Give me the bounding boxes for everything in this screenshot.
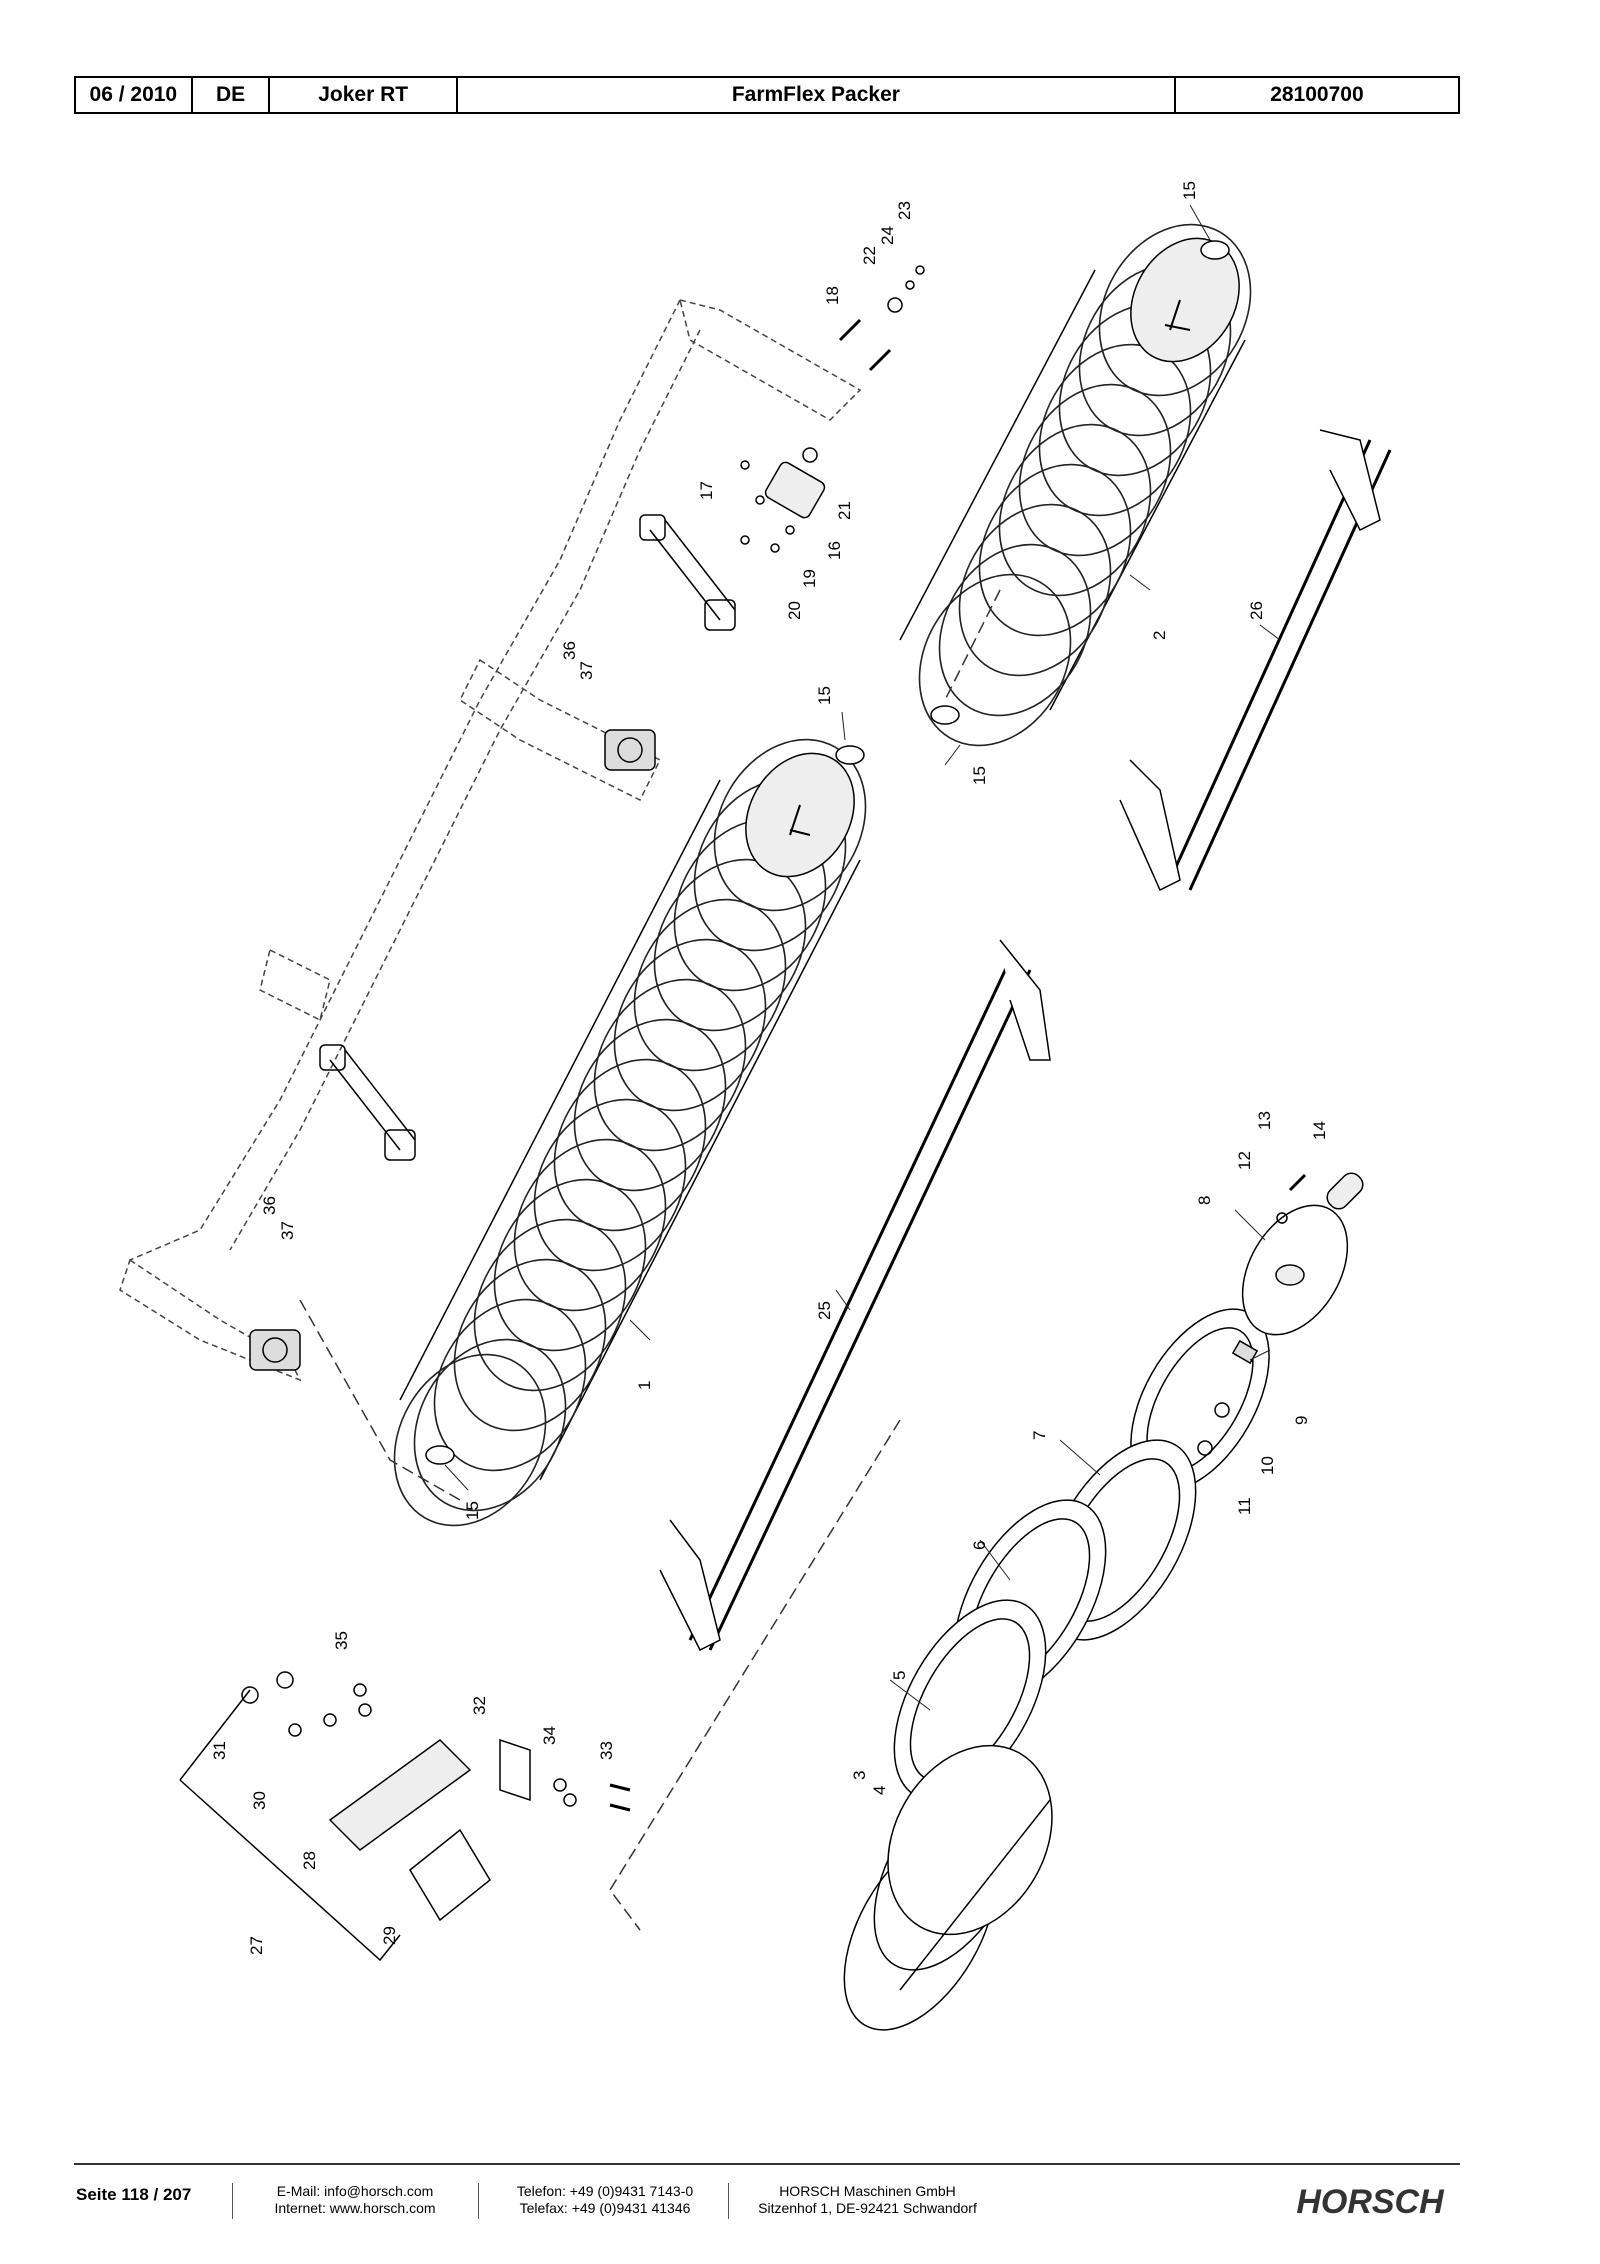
footer-separator <box>728 2183 729 2219</box>
cylinder-lower <box>319 1044 416 1161</box>
callout-4: 4 <box>870 1786 889 1795</box>
seal-rings <box>425 240 1230 1465</box>
callout-16: 16 <box>825 541 844 560</box>
logo-text: HORSCH <box>1296 2183 1445 2221</box>
callout-12: 12 <box>1235 1151 1254 1170</box>
packer-roller-2 <box>899 223 1252 747</box>
header-machine: Joker RT <box>270 78 458 112</box>
hardware-assembly <box>179 1671 631 1962</box>
callout-6: 6 <box>970 1541 989 1550</box>
page-number: Seite 118 / 207 <box>76 2185 192 2204</box>
callout-20: 20 <box>785 601 804 620</box>
callout-14: 14 <box>1310 1121 1329 1140</box>
callout-17: 17 <box>697 481 716 500</box>
exploded-parts-drawing: 1 2 3 4 5 6 7 8 9 10 11 12 13 14 15 15 1… <box>119 181 1392 2031</box>
callout-31: 31 <box>210 1741 229 1760</box>
callout-37-upper: 37 <box>577 661 596 680</box>
callout-27: 27 <box>247 1936 266 1955</box>
footer-fax: Telefax: +49 (0)9431 41346 <box>519 2200 691 2216</box>
callout-23: 23 <box>895 201 914 220</box>
callout-9: 9 <box>1292 1416 1311 1425</box>
callout-15-right: 15 <box>970 766 989 785</box>
roller-end-3-4 <box>843 1744 1053 2031</box>
callout-21: 21 <box>835 501 854 520</box>
callout-3: 3 <box>850 1771 869 1780</box>
footer-contact-phone: Telefon: +49 (0)9431 7143-0 Telefax: +49… <box>490 2183 720 2217</box>
callout-36-lower: 36 <box>260 1196 279 1215</box>
header-doc-number: 28100700 <box>1270 83 1364 106</box>
header-language: DE <box>193 78 271 112</box>
callout-33: 33 <box>597 1741 616 1760</box>
scraper-bar-25 <box>659 939 1051 1652</box>
callout-15-mid: 15 <box>815 686 834 705</box>
callout-15-bottom: 15 <box>463 1501 482 1520</box>
callout-5: 5 <box>890 1671 909 1680</box>
callout-leaders <box>444 204 1281 1711</box>
footer-separator <box>478 2183 479 2219</box>
footer-divider <box>74 2163 1460 2165</box>
callout-32: 32 <box>470 1696 489 1715</box>
callout-2: 2 <box>1150 631 1169 640</box>
callout-25: 25 <box>815 1301 834 1320</box>
header-date: 06 / 2010 <box>76 78 193 112</box>
callout-30: 30 <box>250 1791 269 1810</box>
footer-email: E-Mail: info@horsch.com <box>276 2183 434 2199</box>
callout-35: 35 <box>332 1631 351 1650</box>
callout-8: 8 <box>1195 1196 1214 1205</box>
bearing-hardware <box>740 265 925 553</box>
pivot-mount-lower <box>249 1329 301 1371</box>
header-title: FarmFlex Packer <box>458 78 1176 112</box>
callout-1: 1 <box>635 1381 654 1390</box>
scraper-bar-26 <box>1119 429 1392 892</box>
callout-29: 29 <box>380 1926 399 1945</box>
callout-37-lower: 37 <box>278 1221 297 1240</box>
leader-lines <box>299 589 1001 1931</box>
footer-separator <box>232 2183 233 2219</box>
horsch-logo: HORSCH <box>1296 2183 1445 2221</box>
cylinder-upper <box>639 514 736 631</box>
callout-13: 13 <box>1255 1111 1274 1130</box>
callout-24: 24 <box>878 226 897 245</box>
footer-internet: Internet: www.horsch.com <box>274 2200 436 2216</box>
header-table: 06 / 2010 DE Joker RT FarmFlex Packer 28… <box>74 76 1460 114</box>
parts-5-to-8 <box>893 1204 1349 1801</box>
callout-22: 22 <box>860 246 879 265</box>
callout-28: 28 <box>300 1851 319 1870</box>
callout-7: 7 <box>1030 1431 1049 1440</box>
callout-26: 26 <box>1247 601 1266 620</box>
packer-roller-1 <box>393 738 867 1527</box>
callout-11: 11 <box>1235 1497 1254 1515</box>
footer-address: Sitzenhof 1, DE-92421 Schwandorf <box>758 2200 977 2216</box>
footer-phone: Telefon: +49 (0)9431 7143-0 <box>516 2183 694 2199</box>
callout-18: 18 <box>823 286 842 305</box>
callout-15-top: 15 <box>1180 181 1199 200</box>
frame-outline <box>119 298 862 1382</box>
footer-company: HORSCH Maschinen GmbH <box>779 2183 956 2199</box>
footer-company-block: HORSCH Maschinen GmbH Sitzenhof 1, DE-92… <box>745 2183 990 2217</box>
pivot-mount-upper <box>604 729 656 771</box>
callout-10: 10 <box>1258 1456 1277 1475</box>
callout-34: 34 <box>540 1726 559 1745</box>
callout-labels: 1 2 3 4 5 6 7 8 9 10 11 12 13 14 15 15 1… <box>210 181 1329 1955</box>
axle-parts <box>1197 1172 1364 1456</box>
footer-contact-web: E-Mail: info@horsch.com Internet: www.ho… <box>240 2183 470 2217</box>
callout-19: 19 <box>800 569 819 588</box>
callout-36-upper: 36 <box>560 641 579 660</box>
